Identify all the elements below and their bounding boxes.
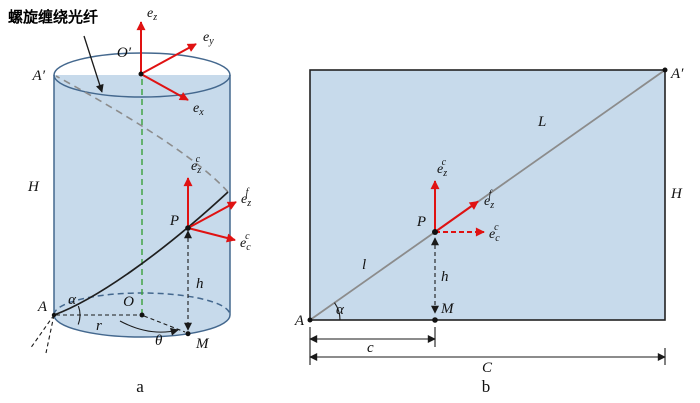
point-A-b: [307, 317, 313, 323]
helix-front: [53, 191, 229, 316]
label-ezf-a: ezf: [241, 187, 251, 209]
label-h-a: h: [196, 276, 204, 292]
label-A-b: A: [294, 313, 305, 329]
alpha-angle-arc-b: [334, 302, 341, 321]
alpha-angle-arc: [77, 305, 81, 325]
label-H-b: H: [670, 186, 683, 202]
label-theta: θ: [155, 333, 163, 349]
label-O: O: [123, 294, 134, 310]
fiber-diagonal-L: [309, 69, 666, 321]
vector-ezf-arrow-b: [434, 200, 479, 233]
label-ex-axis: ex: [193, 101, 204, 118]
label-alpha-b: α: [336, 302, 345, 318]
label-M-a: M: [195, 336, 210, 352]
label-P-b: P: [416, 214, 426, 230]
label-H-a: H: [27, 179, 40, 195]
label-A-prime-a: A′: [32, 68, 46, 84]
label-l: l: [362, 257, 366, 273]
figure-b: A′ H L l A α P M h c C ezc ezf ecc b: [294, 66, 684, 396]
label-ezc-b: ezc: [437, 157, 447, 179]
label-ez-axis: ez: [147, 6, 157, 23]
label-A-prime-b: A′: [670, 66, 684, 82]
annotation-arrow: [83, 35, 104, 93]
point-O: [139, 312, 145, 318]
point-P-a: [185, 225, 191, 231]
helix-back-dashed: [55, 75, 229, 193]
label-h-b: h: [441, 269, 449, 285]
tangent-dash-2: [45, 314, 55, 354]
theta-angle-arc: [119, 320, 179, 336]
vector-ecc-arrow-a: [187, 227, 236, 243]
point-M-a: [185, 331, 191, 337]
point-A-prime-b: [662, 67, 668, 73]
caption-b: b: [482, 377, 491, 396]
point-O-prime: [138, 71, 144, 77]
label-P-a: P: [169, 213, 179, 229]
label-O-prime: O′: [117, 45, 132, 61]
label-ezc-a: ezc: [191, 154, 201, 176]
point-P-b: [432, 229, 438, 235]
point-A-a: [51, 312, 57, 318]
label-r: r: [96, 318, 102, 334]
label-A-a: A: [37, 299, 48, 315]
axis-ex-arrow: [140, 73, 189, 101]
cylinder-bottom-front-arc: [53, 314, 231, 338]
label-ezf-b: ezf: [484, 189, 494, 211]
annotation-text: 螺旋缠绕光纤: [8, 8, 98, 26]
figure-a: 螺旋缠绕光纤 A′ O′ H A α r O θ M h P ez ey ex …: [8, 6, 251, 396]
caption-a: a: [136, 377, 144, 396]
axis-ey-arrow: [140, 43, 197, 75]
label-ecc-b: ecc: [489, 222, 500, 244]
label-ecc-a: ecc: [240, 231, 251, 253]
point-M-b: [432, 317, 438, 323]
vector-ezf-arrow-a: [187, 201, 237, 229]
label-C: C: [482, 360, 493, 376]
label-alpha-a: α: [68, 292, 77, 308]
label-M-b: M: [440, 301, 455, 317]
label-c: c: [367, 340, 374, 356]
label-ey-axis: ey: [203, 30, 214, 47]
label-L: L: [537, 114, 546, 130]
